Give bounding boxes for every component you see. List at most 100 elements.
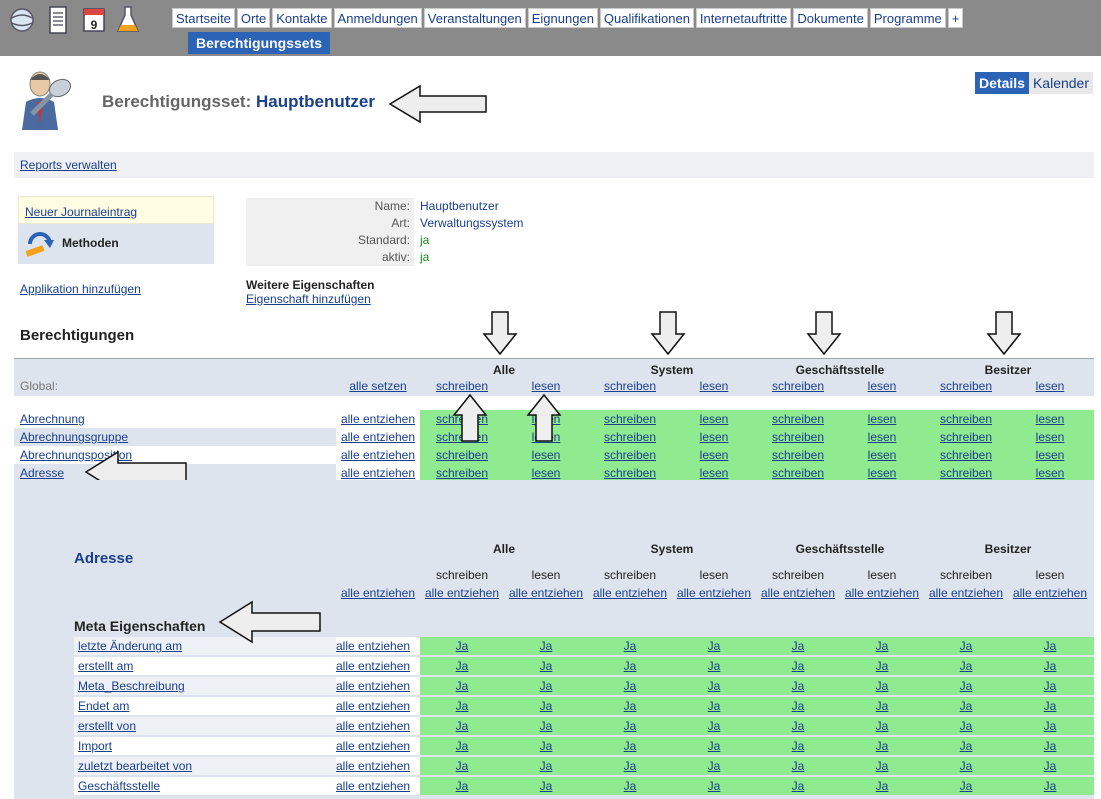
permission-yes-link[interactable]: Ja bbox=[623, 739, 637, 753]
read-link[interactable]: lesen bbox=[867, 448, 897, 462]
permission-yes-link[interactable]: Ja bbox=[791, 719, 805, 733]
global-read-link[interactable]: lesen bbox=[867, 379, 897, 393]
revoke-all-link[interactable]: alle entziehen bbox=[336, 779, 411, 793]
permission-yes-link[interactable]: Ja bbox=[1043, 679, 1057, 693]
revoke-all-link[interactable]: alle entziehen bbox=[340, 412, 416, 426]
read-link[interactable]: lesen bbox=[867, 466, 897, 480]
read-link[interactable]: lesen bbox=[699, 466, 729, 480]
permission-yes-link[interactable]: Ja bbox=[455, 659, 469, 673]
revoke-all-link[interactable]: alle entziehen bbox=[508, 586, 584, 600]
permission-yes-link[interactable]: Ja bbox=[707, 759, 721, 773]
revoke-all-link[interactable]: alle entziehen bbox=[340, 430, 416, 444]
globe-icon[interactable] bbox=[8, 4, 36, 36]
meta-row-name-link[interactable]: Meta_Beschreibung bbox=[78, 679, 185, 693]
permission-yes-link[interactable]: Ja bbox=[875, 639, 889, 653]
permission-yes-link[interactable]: Ja bbox=[455, 639, 469, 653]
nav-tab[interactable]: Anmeldungen bbox=[333, 8, 422, 28]
row-name-link[interactable]: Abrechnungsgruppe bbox=[20, 430, 129, 444]
revoke-all-link[interactable]: alle entziehen bbox=[928, 586, 1004, 600]
permission-yes-link[interactable]: Ja bbox=[875, 679, 889, 693]
permission-yes-link[interactable]: Ja bbox=[623, 699, 637, 713]
permission-yes-link[interactable]: Ja bbox=[539, 719, 553, 733]
nav-tab[interactable]: Startseite bbox=[172, 8, 235, 28]
permission-yes-link[interactable]: Ja bbox=[791, 779, 805, 793]
revoke-all-link[interactable]: alle entziehen bbox=[336, 639, 411, 653]
permission-yes-link[interactable]: Ja bbox=[959, 699, 973, 713]
nav-tab-add[interactable]: + bbox=[947, 8, 964, 28]
write-link[interactable]: schreiben bbox=[771, 466, 825, 480]
permission-yes-link[interactable]: Ja bbox=[791, 659, 805, 673]
permission-yes-link[interactable]: Ja bbox=[1043, 639, 1057, 653]
permission-yes-link[interactable]: Ja bbox=[707, 659, 721, 673]
permission-yes-link[interactable]: Ja bbox=[875, 699, 889, 713]
revoke-all-link[interactable]: alle entziehen bbox=[336, 719, 411, 733]
permission-yes-link[interactable]: Ja bbox=[455, 719, 469, 733]
permission-yes-link[interactable]: Ja bbox=[539, 679, 553, 693]
nav-tab[interactable]: Kontakte bbox=[272, 8, 332, 28]
read-link[interactable]: lesen bbox=[1035, 412, 1065, 426]
read-link[interactable]: lesen bbox=[699, 412, 729, 426]
global-write-link[interactable]: schreiben bbox=[603, 379, 657, 393]
write-link[interactable]: schreiben bbox=[939, 412, 993, 426]
meta-row-name-link[interactable]: zuletzt bearbeitet von bbox=[78, 759, 193, 773]
revoke-all-link[interactable]: alle entziehen bbox=[340, 466, 416, 480]
nav-tab[interactable]: Programme bbox=[869, 8, 946, 28]
permission-yes-link[interactable]: Ja bbox=[623, 779, 637, 793]
read-link[interactable]: lesen bbox=[1035, 466, 1065, 480]
global-read-link[interactable]: lesen bbox=[1035, 379, 1065, 393]
add-application-link[interactable]: Applikation hinzufügen bbox=[20, 282, 141, 296]
write-link[interactable]: schreiben bbox=[939, 448, 993, 462]
write-link[interactable]: schreiben bbox=[603, 466, 657, 480]
permission-yes-link[interactable]: Ja bbox=[1043, 659, 1057, 673]
row-name-link[interactable]: Abrechnung bbox=[20, 412, 85, 426]
write-link[interactable]: schreiben bbox=[939, 466, 993, 480]
global-write-link[interactable]: schreiben bbox=[435, 379, 489, 393]
permission-yes-link[interactable]: Ja bbox=[455, 759, 469, 773]
nav-tab[interactable]: Orte bbox=[236, 8, 271, 28]
document-icon[interactable] bbox=[44, 4, 72, 36]
write-link[interactable]: schreiben bbox=[939, 430, 993, 444]
new-journal-entry-link[interactable]: Neuer Journaleintrag bbox=[25, 205, 138, 219]
read-link[interactable]: lesen bbox=[699, 430, 729, 444]
write-link[interactable]: schreiben bbox=[603, 430, 657, 444]
add-property-link[interactable]: Eigenschaft hinzufügen bbox=[246, 292, 371, 306]
write-link[interactable]: schreiben bbox=[435, 448, 489, 462]
permission-yes-link[interactable]: Ja bbox=[1043, 739, 1057, 753]
write-link[interactable]: schreiben bbox=[435, 466, 489, 480]
permission-yes-link[interactable]: Ja bbox=[959, 739, 973, 753]
meta-row-name-link[interactable]: Endet am bbox=[78, 699, 130, 713]
read-link[interactable]: lesen bbox=[1035, 430, 1065, 444]
revoke-all-link[interactable]: alle entziehen bbox=[340, 448, 416, 462]
permission-yes-link[interactable]: Ja bbox=[539, 739, 553, 753]
permission-yes-link[interactable]: Ja bbox=[707, 739, 721, 753]
read-link[interactable]: lesen bbox=[867, 412, 897, 426]
row-name-link[interactable]: Adresse bbox=[20, 466, 65, 480]
nav-tab[interactable]: Internetauftritte bbox=[695, 8, 792, 28]
subtab-berechtigungssets[interactable]: Berechtigungssets bbox=[188, 32, 331, 54]
permission-yes-link[interactable]: Ja bbox=[1043, 759, 1057, 773]
permission-yes-link[interactable]: Ja bbox=[959, 659, 973, 673]
permission-yes-link[interactable]: Ja bbox=[455, 779, 469, 793]
tab-details[interactable]: Details bbox=[975, 72, 1029, 94]
permission-yes-link[interactable]: Ja bbox=[791, 759, 805, 773]
permission-yes-link[interactable]: Ja bbox=[959, 759, 973, 773]
permission-yes-link[interactable]: Ja bbox=[1043, 779, 1057, 793]
revoke-all-link[interactable]: alle entziehen bbox=[336, 659, 411, 673]
meta-row-name-link[interactable]: Import bbox=[78, 739, 113, 753]
permission-yes-link[interactable]: Ja bbox=[707, 679, 721, 693]
permission-yes-link[interactable]: Ja bbox=[455, 739, 469, 753]
permission-yes-link[interactable]: Ja bbox=[623, 639, 637, 653]
permission-yes-link[interactable]: Ja bbox=[1043, 719, 1057, 733]
permission-yes-link[interactable]: Ja bbox=[623, 759, 637, 773]
permission-yes-link[interactable]: Ja bbox=[791, 739, 805, 753]
permission-yes-link[interactable]: Ja bbox=[539, 699, 553, 713]
permission-yes-link[interactable]: Ja bbox=[875, 719, 889, 733]
permission-yes-link[interactable]: Ja bbox=[875, 759, 889, 773]
permission-yes-link[interactable]: Ja bbox=[959, 679, 973, 693]
revoke-all-link[interactable]: alle entziehen bbox=[592, 586, 668, 600]
permission-yes-link[interactable]: Ja bbox=[707, 779, 721, 793]
write-link[interactable]: schreiben bbox=[603, 448, 657, 462]
read-link[interactable]: lesen bbox=[699, 448, 729, 462]
permission-yes-link[interactable]: Ja bbox=[623, 659, 637, 673]
revoke-all-link[interactable]: alle entziehen bbox=[760, 586, 836, 600]
